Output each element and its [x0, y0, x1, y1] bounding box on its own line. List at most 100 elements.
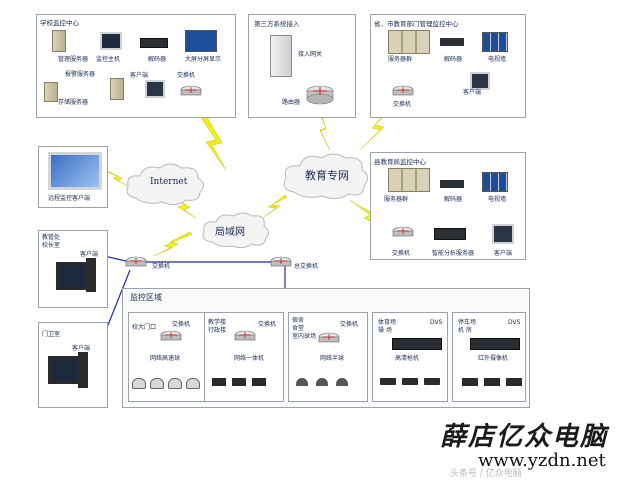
- client-pc-icon: [145, 80, 165, 98]
- zone-name-line2: 操 场: [378, 327, 392, 334]
- switch-icon: [180, 85, 202, 96]
- third-party-box: [248, 14, 356, 118]
- infrared-camera-icon: [484, 378, 500, 386]
- server-group-label: 服务器群: [384, 196, 409, 203]
- server-group-icon: [388, 168, 430, 192]
- remote-client-label: 远程监控客户端: [48, 195, 91, 202]
- server-icon: [52, 30, 66, 52]
- lan-cloud-label: 局域网: [215, 227, 245, 238]
- client-label: 客户端: [80, 251, 99, 258]
- zone-switch-label: 交换机: [258, 321, 277, 328]
- dome-camera-icon: [186, 378, 200, 389]
- dvs-icon: [392, 338, 442, 350]
- switch-label: 交换机: [177, 72, 196, 79]
- box-camera-icon: [212, 378, 226, 386]
- zone-name-line1: 体育场: [378, 319, 397, 326]
- decoder-label: 解码器: [148, 56, 167, 63]
- infrared-camera-icon: [462, 378, 478, 386]
- decoder-icon: [440, 180, 464, 188]
- client-pc-icon: [492, 224, 514, 244]
- dvs-icon: [470, 338, 520, 350]
- tv-wall-icon: [482, 172, 508, 192]
- mgmt-server-label: 管理服务器: [58, 56, 89, 63]
- laptop-icon: [48, 152, 102, 190]
- monitor-host-icon: [100, 32, 122, 50]
- office-title-line1: 教管处: [42, 234, 61, 241]
- link-bolt-lan-switch: [153, 231, 193, 257]
- school-center-title: 学校监控中心: [40, 19, 79, 27]
- big-screen-label: 大屏分屏显示: [185, 56, 222, 63]
- brand-watermark: 薛店亿众电脑: [440, 422, 609, 452]
- switch-icon: [392, 226, 414, 237]
- tv-wall-label: 电视墙: [488, 56, 507, 63]
- client-label: 客户端: [130, 72, 149, 79]
- bullet-camera-icon: [380, 378, 396, 385]
- bullet-camera-icon: [424, 378, 440, 385]
- client-label: 客户端: [494, 250, 513, 257]
- zone-teaching-box: [204, 312, 284, 402]
- switch-icon: [392, 85, 414, 96]
- mid-switch-label: 交换机: [152, 263, 171, 270]
- switch-icon: [160, 330, 182, 341]
- storage-server-label: 存储服务器: [58, 99, 89, 106]
- county-title: 县教育局监控中心: [374, 158, 426, 166]
- province-title: 省、市教育部门管理监控中心: [374, 20, 459, 28]
- link-bolt-edu-lan: [261, 194, 288, 219]
- zone-name-line1: 教学楼: [208, 319, 227, 326]
- zone-dorm-box: [288, 312, 368, 402]
- big-screen-icon: [185, 30, 217, 52]
- decoder-icon: [440, 38, 464, 46]
- zone-switch-label: 交换机: [340, 321, 359, 328]
- gateway-server-icon: [270, 35, 292, 77]
- decoder-label: 解码器: [444, 196, 463, 203]
- analysis-server-icon: [434, 228, 466, 240]
- decoder-icon: [140, 38, 168, 48]
- lan-cloud: [202, 212, 270, 249]
- zone-name-line2: 行政楼: [208, 327, 227, 334]
- gateway-label: 接入网关: [298, 51, 323, 58]
- pc-tower-icon: [78, 352, 88, 388]
- internet-cloud: [126, 163, 204, 206]
- server-group-label: 服务器群: [388, 56, 413, 63]
- client-label: 客户端: [72, 345, 91, 352]
- half-dome-camera-icon: [336, 378, 348, 386]
- switch-icon: [125, 256, 147, 267]
- bullet-camera-icon: [402, 378, 418, 385]
- infrared-camera-icon: [506, 378, 522, 386]
- pc-tower-icon: [86, 258, 96, 292]
- analysis-server-label: 智能分析服务器: [432, 250, 475, 257]
- dome-camera-icon: [168, 378, 182, 389]
- zone-switch-label: 交换机: [172, 321, 191, 328]
- office-title-line2: 校长室: [42, 242, 61, 249]
- main-switch-icon: [270, 256, 292, 267]
- dome-camera-icon: [150, 378, 164, 389]
- client-label: 客户端: [463, 89, 482, 96]
- client-pc-icon: [56, 262, 88, 290]
- client-pc-icon: [48, 356, 80, 384]
- switch-icon: [318, 332, 340, 343]
- link-bolt-remote: [104, 169, 129, 187]
- zone-parking-box: [452, 312, 526, 402]
- zone-name-line1: 停车场: [458, 319, 477, 326]
- zone-sports-box: [372, 312, 448, 402]
- monitor-area-title: 监控区域: [130, 293, 162, 302]
- router-label: 路由器: [282, 99, 301, 106]
- router-icon: [306, 85, 334, 105]
- zone-name-line1: 校大门口: [132, 324, 157, 331]
- alarm-server-label: 报警服务器: [65, 71, 96, 78]
- half-dome-camera-icon: [296, 378, 308, 386]
- zone-name-line3: 室内球场: [292, 333, 317, 340]
- zone-dvs-label: DVS: [430, 319, 443, 326]
- zone-name-line2: 食堂: [292, 325, 305, 332]
- switch-label: 交换机: [393, 101, 412, 108]
- zone-camera-label: 网络半球: [320, 355, 345, 362]
- monitor-host-label: 监控主机: [96, 56, 121, 63]
- server-icon: [110, 78, 124, 100]
- zone-camera-label: 网络高速球: [150, 355, 181, 362]
- half-dome-camera-icon: [316, 378, 328, 386]
- zone-dvs-label: DVS: [508, 319, 521, 326]
- url-watermark: www.yzdn.net: [478, 450, 606, 471]
- zone-name-line1: 宿舍: [292, 317, 305, 324]
- dome-camera-icon: [132, 378, 146, 389]
- zone-camera-label: 高清枪机: [395, 355, 420, 362]
